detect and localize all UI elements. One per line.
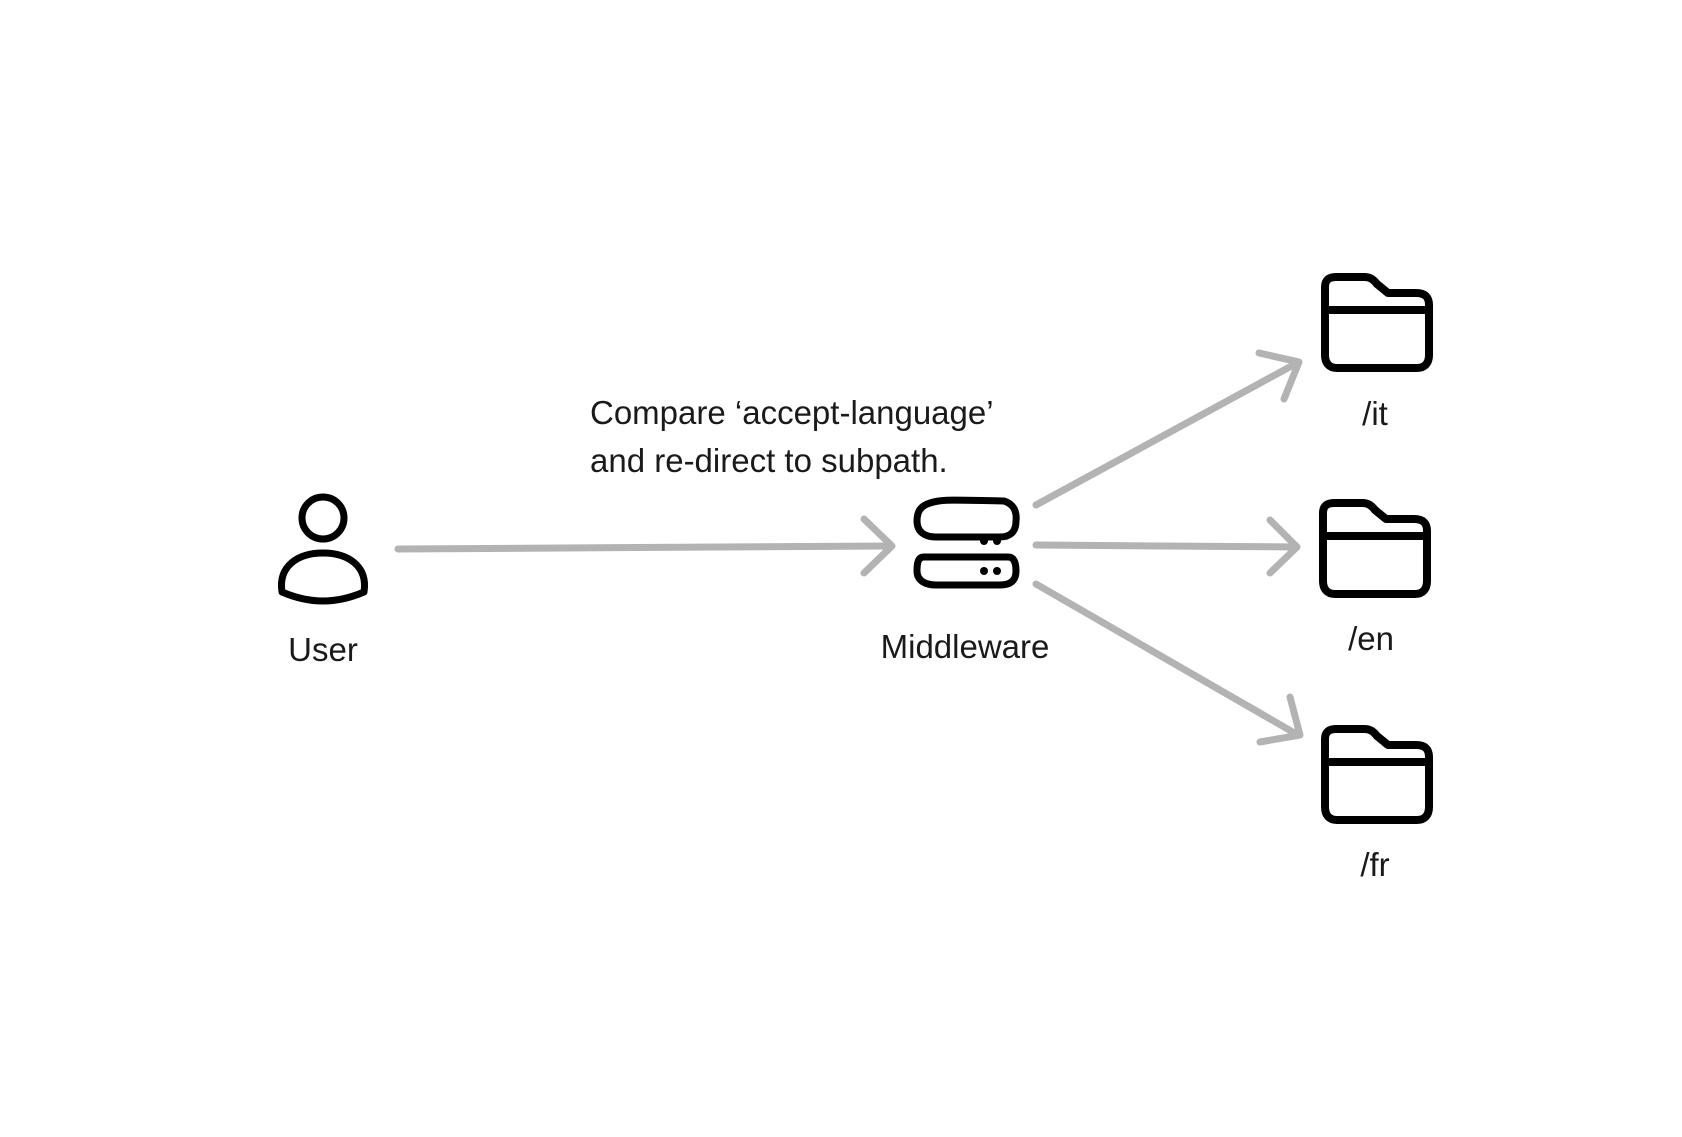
folder-icon-it — [1321, 273, 1433, 372]
middleware-note-line-2: and re-direct to subpath. — [590, 442, 948, 479]
folder-icon-fr — [1321, 725, 1433, 824]
folder-icon-en — [1319, 499, 1431, 598]
folder-label-fr: /fr — [1360, 846, 1390, 883]
server-icon — [913, 496, 1020, 589]
arrow-middleware-to-fr — [1032, 580, 1304, 746]
folder-label-en: /en — [1348, 620, 1394, 657]
middleware-label: Middleware — [880, 628, 1050, 665]
middleware-note: Compare ‘accept-language’ and re-direct … — [590, 389, 994, 485]
user-label: User — [288, 631, 358, 668]
arrow-user-to-middleware — [394, 515, 896, 577]
middleware-note-line-1: Compare ‘accept-language’ — [590, 394, 994, 431]
user-icon — [278, 493, 368, 605]
server-indicator-dots — [980, 537, 1001, 575]
arrow-middleware-to-it — [1032, 349, 1303, 509]
arrows — [394, 349, 1304, 746]
arrow-middleware-to-en — [1032, 516, 1301, 577]
folder-label-it: /it — [1362, 395, 1388, 432]
